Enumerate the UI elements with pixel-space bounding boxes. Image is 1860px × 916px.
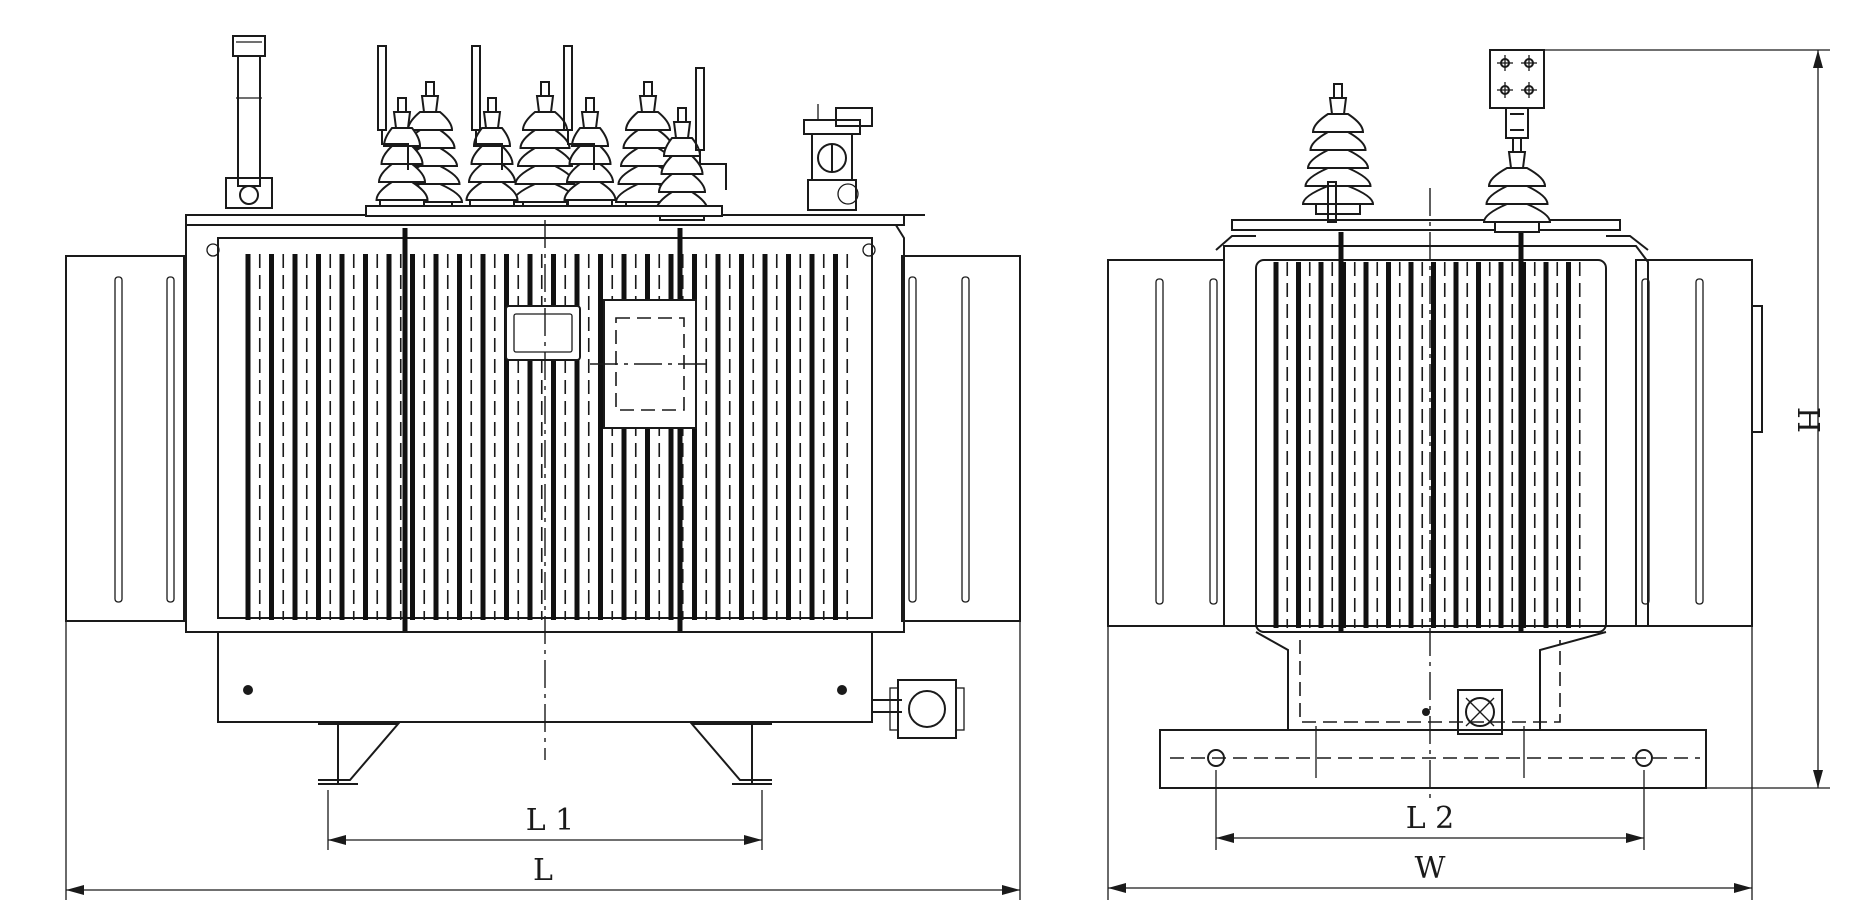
front-right-foot	[689, 723, 772, 785]
front-inspection-window	[590, 299, 712, 429]
side-hv-bushing	[1301, 83, 1375, 223]
front-gas-relay-pipe	[225, 35, 273, 209]
side-base-skid	[1159, 726, 1707, 789]
front-pressure-relief-device	[803, 104, 873, 211]
side-dimension-h-label: H	[1790, 407, 1825, 433]
front-view: L 1 L	[65, 35, 1021, 900]
side-lv-terminal	[1489, 49, 1545, 139]
front-left-radiator-panel	[65, 255, 185, 622]
front-terminal-rod	[563, 45, 595, 170]
side-dimension-h	[1544, 49, 1830, 789]
side-dimension-w-label: W	[1415, 851, 1446, 886]
side-hv-bushing-body	[1301, 83, 1375, 215]
front-drain-valve	[872, 679, 965, 739]
side-drain-valve	[1422, 689, 1503, 735]
side-lv-bushing-body	[1482, 137, 1552, 233]
front-lv-bushing	[375, 97, 429, 211]
side-lv-bushing	[1482, 137, 1552, 233]
front-bushing-group	[365, 45, 727, 221]
front-bushing-base-plate	[365, 205, 723, 217]
front-dimension-l	[65, 621, 1021, 900]
side-dimension-l2-label: L 2	[1406, 801, 1455, 836]
front-terminal-rod	[377, 45, 409, 170]
side-dimension-l2	[1215, 770, 1645, 850]
side-hv-terminal-rod	[1327, 181, 1337, 223]
side-view: L 2 W H	[1107, 49, 1830, 900]
front-right-radiator-panel	[901, 255, 1021, 622]
front-nameplate	[505, 305, 581, 361]
front-dimension-l1-label: L 1	[526, 803, 575, 838]
side-tank-cover	[1215, 219, 1649, 251]
front-lv-bushing	[465, 97, 519, 211]
side-left-radiator-panel	[1107, 259, 1225, 627]
side-right-radiator-panel	[1635, 259, 1763, 627]
front-tank-cover	[185, 214, 925, 257]
front-terminal-rod	[695, 67, 727, 190]
front-dimension-l-label: L	[533, 853, 553, 888]
front-terminal-rod	[471, 45, 503, 170]
front-dividers	[402, 228, 683, 632]
front-dimension-l1	[327, 790, 763, 850]
front-left-foot	[318, 723, 401, 785]
side-corrugated-fins	[1273, 262, 1581, 628]
side-dimension-w	[1107, 626, 1753, 900]
